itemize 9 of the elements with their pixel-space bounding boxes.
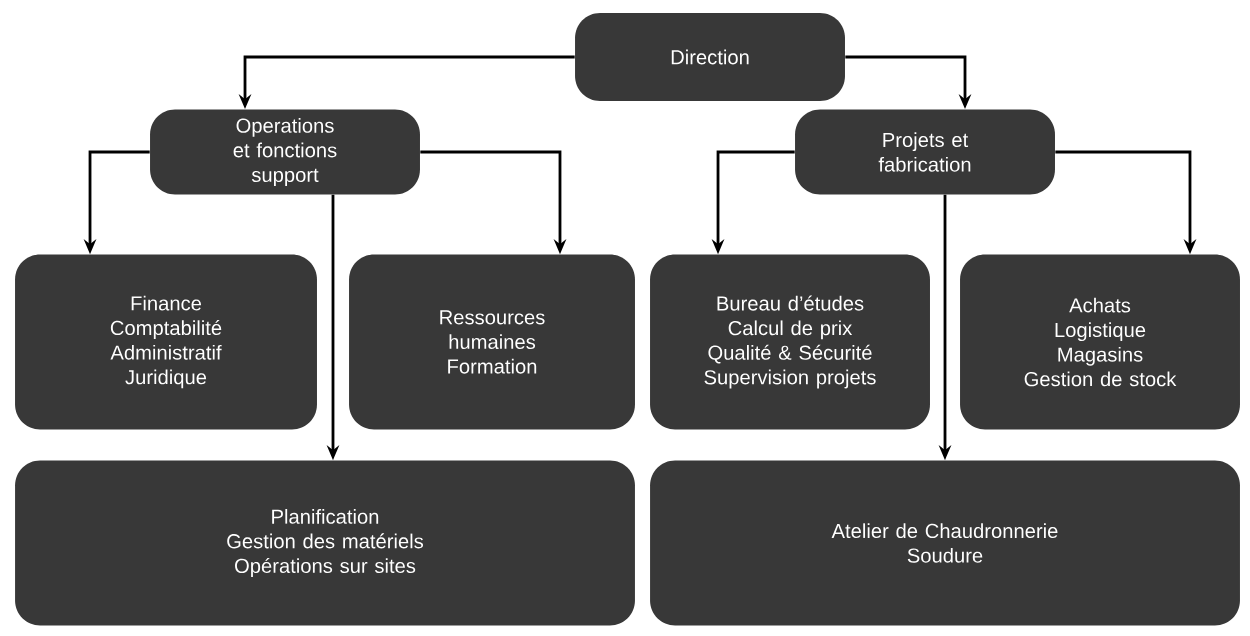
org-box: Bureau d’études Calcul de prix Qualité & Sécurité Supervision projets xyxy=(650,254,930,430)
org-box: Ressources humaines Formation xyxy=(349,254,635,430)
org-box: Projets et fabrication xyxy=(795,109,1055,195)
org-box: Achats Logistique Magasins Gestion de stock xyxy=(960,254,1240,430)
org-box: Finance Comptabilité Administratif Juridique xyxy=(15,254,317,430)
org-box: Operations et fonctions support xyxy=(150,109,420,195)
org-box: Planification Gestion des matériels Opérations sur sites xyxy=(15,460,635,626)
org-box: Atelier de Chaudronnerie Soudure xyxy=(650,460,1240,626)
org-box: Direction xyxy=(575,13,845,101)
